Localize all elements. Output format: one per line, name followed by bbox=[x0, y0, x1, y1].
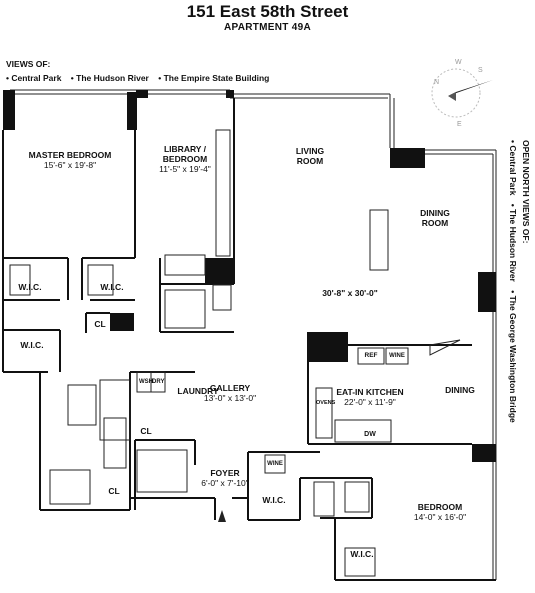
wic-label: W.I.C. bbox=[262, 495, 286, 505]
wic-label: W.I.C. bbox=[350, 549, 374, 559]
view-item: • Central Park bbox=[6, 73, 62, 83]
compass-label: N bbox=[434, 79, 439, 86]
view-item: • The Empire State Building bbox=[158, 73, 270, 83]
wine-fridge-label: WINE bbox=[389, 353, 405, 359]
wic-label: W.I.C. bbox=[20, 340, 44, 350]
bedroom-label: BEDROOM 14'-0" x 16'-0" bbox=[413, 502, 467, 522]
plan-title: 151 East 58th Street bbox=[186, 2, 349, 21]
apartment-number: APARTMENT 49A bbox=[223, 22, 312, 33]
windows bbox=[10, 89, 497, 580]
views-heading: VIEWS OF: bbox=[6, 59, 51, 69]
master-bedroom-label: MASTER BEDROOM 15'-6" x 19'-8" bbox=[28, 150, 112, 170]
closet-label: CL bbox=[140, 426, 152, 436]
views-list: VIEWS OF: • Central Park • The Hudson Ri… bbox=[6, 57, 276, 85]
walls bbox=[3, 90, 496, 462]
foyer-label: FOYER 6'-0" x 7'-10" bbox=[201, 468, 249, 488]
partitions bbox=[2, 98, 496, 581]
dining-label: DINING bbox=[445, 385, 475, 395]
kitchen-label: EAT-IN KITCHEN 22'-0" x 11'-9" bbox=[336, 387, 404, 407]
library-label: LIBRARY / BEDROOM 11'-5" x 19'-4" bbox=[159, 144, 211, 174]
dining-room-label: DINING ROOM bbox=[420, 208, 450, 228]
ovens-label: OVENS bbox=[316, 400, 336, 406]
living-room-label: LIVING ROOM bbox=[295, 146, 325, 166]
wine-storage-label: WINE bbox=[267, 461, 283, 467]
compass-label: W bbox=[455, 59, 462, 66]
washer-label: WSH bbox=[139, 379, 153, 385]
closet-label: CL bbox=[94, 319, 106, 329]
wic-label: W.I.C. bbox=[100, 282, 124, 292]
laundry-label: LAUNDRY bbox=[177, 386, 219, 396]
wic-label: W.I.C. bbox=[18, 282, 42, 292]
refrigerator-label: REF bbox=[364, 352, 378, 359]
closet-label: CL bbox=[108, 486, 120, 496]
compass-label: S bbox=[478, 67, 483, 74]
compass-icon: N E S W bbox=[431, 59, 493, 128]
dishwasher-label: DW bbox=[364, 431, 376, 438]
entry-arrow-icon bbox=[218, 510, 226, 522]
compass-label: E bbox=[457, 121, 462, 128]
view-item: • The Hudson River bbox=[70, 73, 149, 83]
fixtures bbox=[9, 129, 461, 577]
dryer-label: DRY bbox=[152, 379, 165, 385]
great-room-dims: 30'-8" x 30'-0" bbox=[322, 288, 378, 298]
gallery-label: GALLERY 13'-0" x 13'-0" bbox=[203, 383, 257, 403]
